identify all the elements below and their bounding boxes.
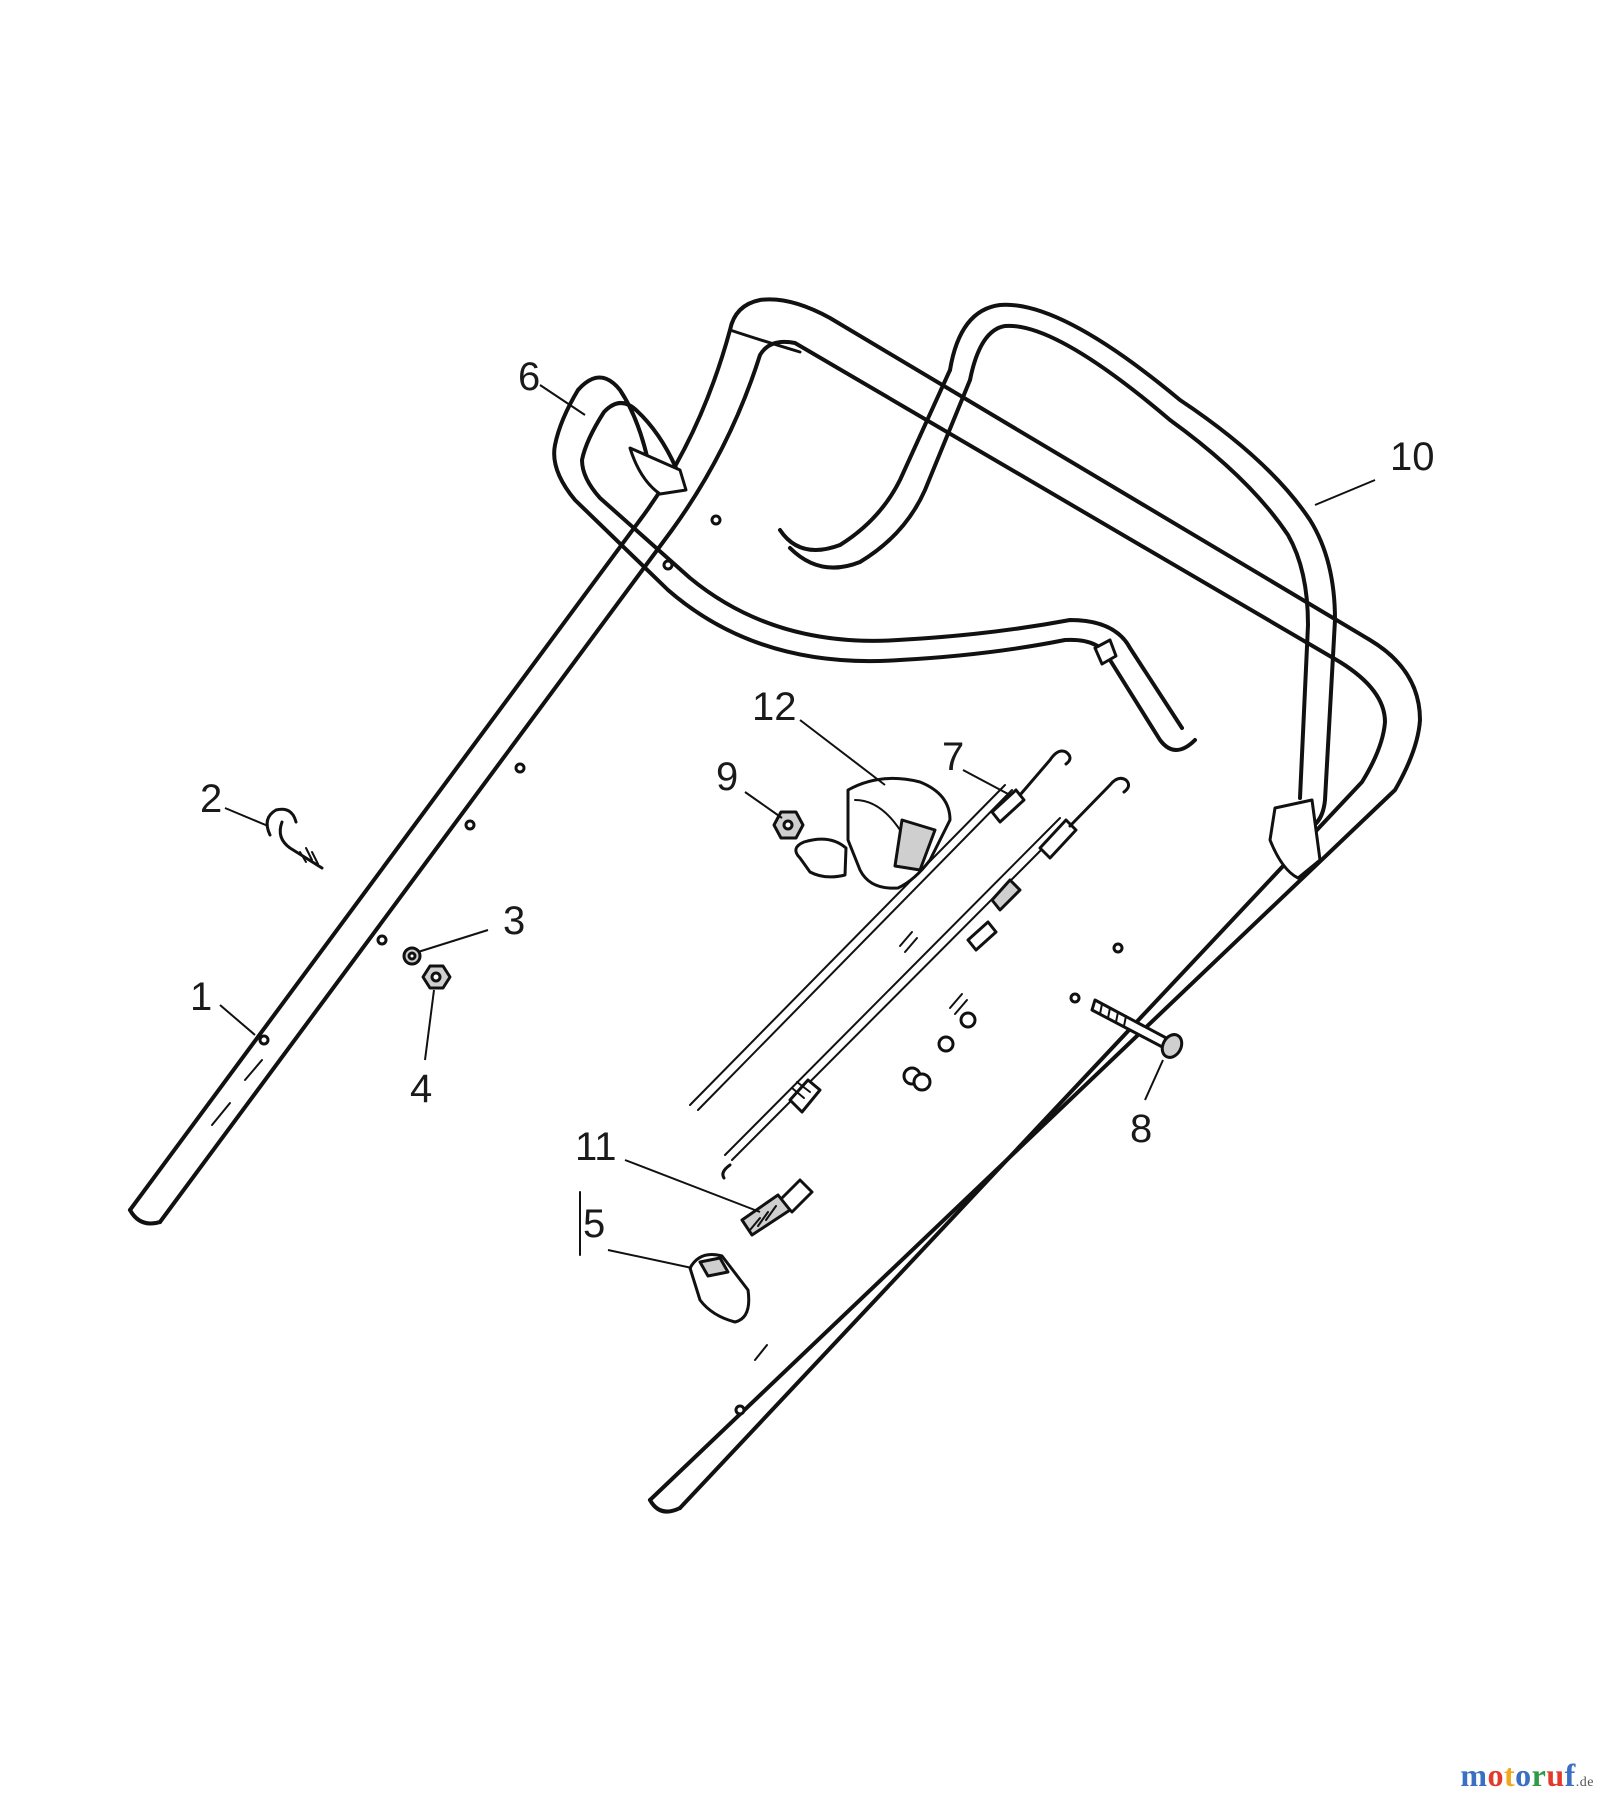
part-2-hook-bolt [265,807,324,870]
callout-10: 10 [1390,435,1435,479]
watermark-tld: .de [1575,1775,1594,1790]
part-4-nut [421,964,452,990]
upper-handle-frame [128,297,1422,1514]
callout-1: 1 [190,975,212,1019]
watermark-letter: o [1515,1757,1532,1793]
watermark-letter: o [1487,1757,1504,1793]
bag-hook-bar [552,375,1197,752]
part-5-clip [579,1191,751,1324]
callout-4: 4 [410,1067,432,1111]
callout-6: 6 [518,355,540,399]
bail-bar [778,302,1337,880]
callout-2: 2 [200,777,222,821]
part-11-adjuster [740,1178,814,1237]
watermark-letter: f [1564,1757,1576,1793]
callout-5: 5 [583,1202,605,1246]
callout-12: 12 [752,685,797,729]
part-12-control-lever [794,776,952,890]
callout-7: 7 [942,735,964,779]
callout-8: 8 [1130,1107,1152,1151]
watermark-letter: t [1503,1757,1516,1793]
watermark-letter: u [1546,1757,1565,1793]
watermark-letter: r [1531,1757,1547,1793]
part-3-washer [402,946,422,966]
callout-3: 3 [503,899,525,943]
watermark-logo: motoruf.de [1460,1757,1594,1794]
leader-lines [219,384,1376,1269]
callout-labels: 6 10 12 9 7 2 3 4 1 8 11 5 [190,355,1435,1246]
part-8-bolt [1090,998,1184,1059]
callout-9: 9 [716,755,738,799]
callout-11: 11 [575,1125,617,1169]
part-7-cables [689,749,1131,1180]
watermark-letter: m [1460,1757,1488,1793]
